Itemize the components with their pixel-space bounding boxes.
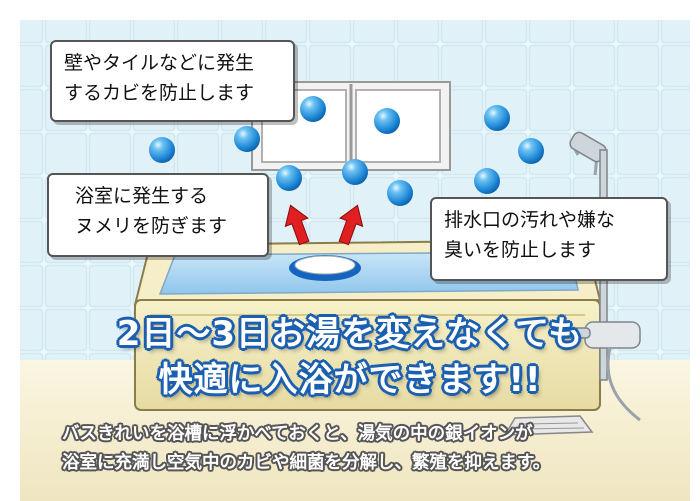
callout-slime-line2: ヌメリを防ぎます (75, 215, 228, 237)
ion-bubble (387, 180, 413, 206)
headline-line2: 快適に入浴ができます!! (158, 360, 542, 400)
callout-wall-line2: するカビを防止します (64, 82, 255, 104)
ion-bubble (484, 105, 510, 131)
steam-arrow-left (284, 204, 310, 246)
ion-bubble (149, 137, 175, 163)
description-line1: バスきれいを浴槽に浮かべておくと、湯気の中の銀イオンが (62, 424, 533, 444)
callout-drain-odor: 排水口の汚れや嫌な 臭いを防止します (430, 197, 668, 281)
ion-bubble (374, 108, 400, 134)
ion-bubble (276, 165, 302, 191)
callout-slime: 浴室に発生する ヌメリを防ぎます (47, 173, 269, 257)
ion-bubble (518, 138, 544, 164)
callout-wall-line1: 壁やタイルなどに発生 (64, 52, 255, 74)
callout-drain-line2: 臭いを防止します (444, 239, 597, 261)
steam-arrow-right (338, 204, 364, 246)
ion-bubble (342, 159, 368, 185)
callout-drain-line1: 排水口の汚れや嫌な (444, 209, 616, 231)
floating-silver-ion-device (289, 255, 361, 281)
ion-bubble (300, 96, 326, 122)
headline-line1: 2日～3日お湯を変えなくても (116, 314, 584, 354)
description-line2: 浴室に充満し空気中のカビや細菌を分解し、繁殖を抑えます。 (62, 453, 551, 473)
callout-slime-line1: 浴室に発生する (75, 185, 209, 207)
silver-ion-bubbles (149, 96, 544, 206)
ion-bubble (474, 168, 500, 194)
ion-bubble (234, 126, 260, 152)
drain-grate (503, 415, 594, 436)
callout-wall-mold: 壁やタイルなどに発生 するカビを防止します (50, 40, 295, 122)
bathtub (133, 238, 602, 411)
